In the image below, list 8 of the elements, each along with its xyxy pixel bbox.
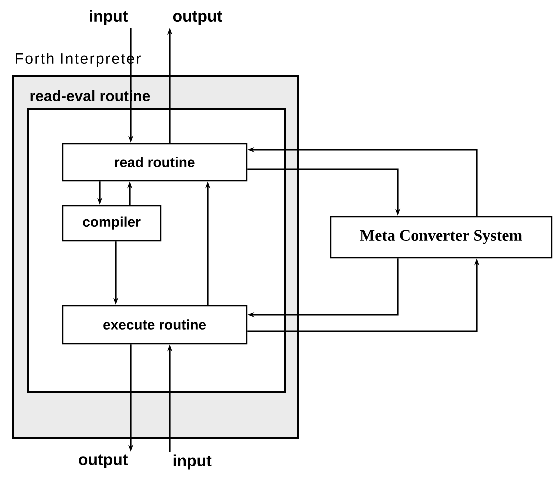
- io-label: input: [174, 454, 212, 470]
- process-box: compiler: [62, 205, 162, 242]
- io-label: output: [173, 11, 222, 26]
- process-box: Meta Converter System: [330, 216, 553, 259]
- io-label: output: [79, 454, 128, 469]
- io-label: input: [90, 10, 128, 26]
- process-box: execute routine: [62, 305, 248, 345]
- process-box: read routine: [62, 143, 248, 182]
